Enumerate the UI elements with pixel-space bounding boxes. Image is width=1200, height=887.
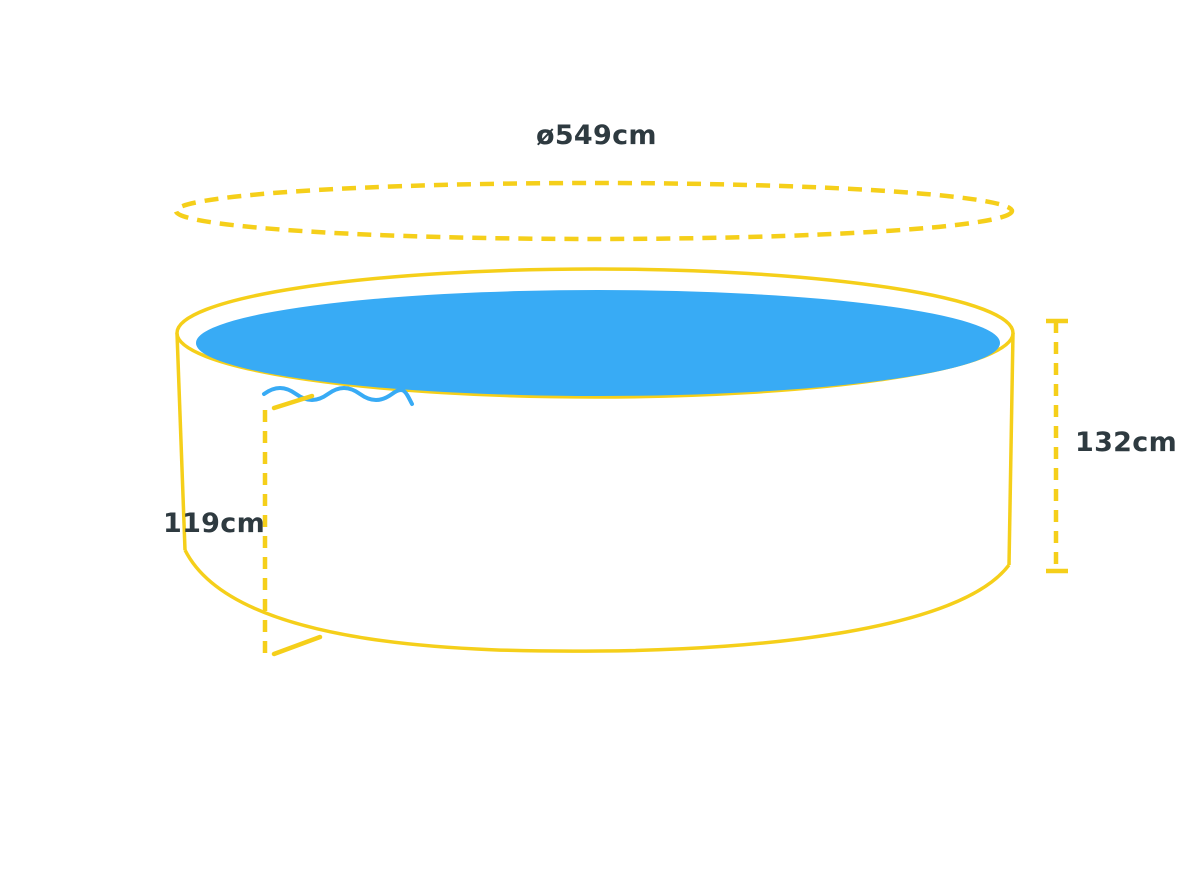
water-level-wave-icon [262,386,414,406]
pool-left-wall [175,332,187,551]
water-depth-bottom-tick [271,634,323,657]
wall-height-label: 132cm [1075,427,1177,458]
diameter-label: ø549cm [536,120,657,151]
water-surface [196,290,1000,396]
pool-right-wall [1007,332,1015,566]
diameter-dashed-ellipse [173,180,1015,242]
pool-bottom-edge [183,549,1011,653]
water-depth-label: 119cm [163,508,265,539]
water-depth-top-tick [271,393,315,411]
